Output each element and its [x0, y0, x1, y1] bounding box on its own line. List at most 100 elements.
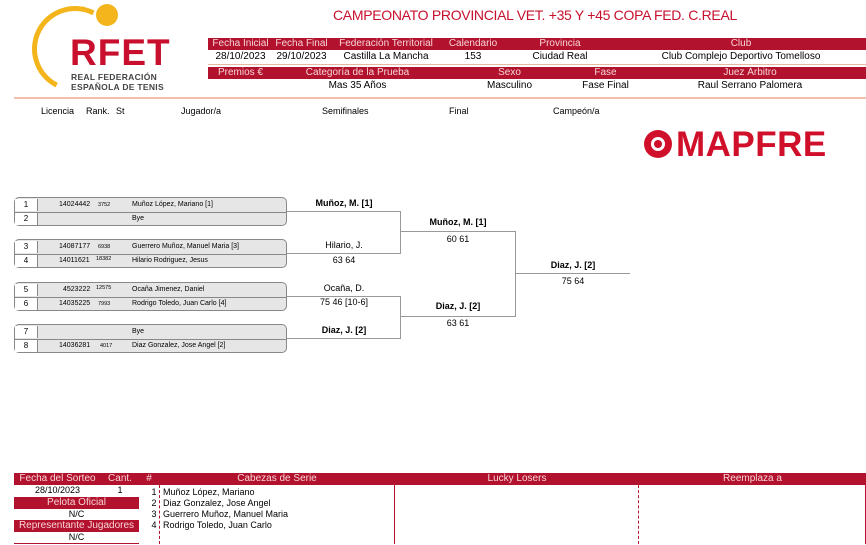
tennis-ball-icon — [96, 4, 118, 26]
match-box-2: 3 14087177 6938 Guerrero Muñoz, Manuel M… — [14, 239, 287, 268]
round1-score: 75 46 [10-6] — [319, 297, 369, 307]
label-fecha-sorteo: Fecha del Sorteo — [14, 473, 101, 485]
player-licencia: 4523222 — [63, 286, 91, 293]
draw-position: 5 — [15, 284, 38, 296]
champion: Diaz, J. [2] — [550, 260, 596, 270]
value-club: Club Complejo Deportivo Tomelloso — [661, 51, 821, 62]
round1-winner: Ocaña, D. — [323, 283, 365, 293]
draw-position: 6 — [15, 298, 38, 310]
value-representante: N/C — [68, 532, 85, 542]
draw-position: 8 — [15, 340, 38, 352]
seed-number: 4 — [151, 520, 157, 530]
label-fecha-final: Fecha Final — [273, 38, 330, 50]
logo-line2: ESPAÑOLA DE TENIS — [71, 82, 164, 92]
label-cabezas-serie: Cabezas de Serie — [159, 473, 395, 485]
player-name: Hilario Rodriguez, Jesus — [132, 257, 208, 264]
player-licencia: 14035225 — [59, 300, 91, 307]
bracket-line — [401, 316, 515, 317]
col-semifinales: Semifinales — [322, 106, 369, 116]
label-representante: Representante Jugadores — [14, 520, 139, 532]
logo-line1: REAL FEDERACIÓN — [71, 72, 158, 82]
bracket-line — [287, 211, 401, 212]
bracket-line — [515, 231, 516, 317]
draw-position: 7 — [15, 326, 38, 338]
match-box-4: 7 Bye 8 14036281 4017 Diaz Gonzalez, Jos… — [14, 324, 287, 353]
player-name: Muñoz López, Mariano [1] — [132, 201, 213, 208]
player-licencia: 14087177 — [59, 243, 91, 250]
column-divider — [638, 485, 639, 544]
label-categoria: Categoría de la Prueba — [273, 67, 442, 79]
match-box-3: 5 4523222 12575 Ocaña Jimenez, Daniel 6 … — [14, 282, 287, 311]
player-rank: 12575 — [96, 285, 112, 291]
col-final: Final — [449, 106, 469, 116]
col-campeon: Campeón/a — [553, 106, 600, 116]
value-calendario: 153 — [464, 51, 482, 62]
value-provincia: Ciudad Real — [532, 51, 588, 62]
column-divider — [159, 485, 160, 544]
value-cant: 1 — [117, 485, 123, 495]
value-sexo: Masculino — [486, 80, 533, 91]
player-licencia: 14024442 — [59, 201, 91, 208]
final-score: 75 64 — [561, 276, 585, 286]
col-jugador: Jugador/a — [181, 106, 222, 116]
player-name: Bye — [132, 215, 145, 222]
value-juez-arbitro: Raul Serrano Palomera — [697, 80, 803, 91]
value-federacion: Castilla La Mancha — [343, 51, 429, 62]
mapfre-emblem-icon — [644, 130, 672, 158]
player-name: Diaz Gonzalez, Jose Angel [2] — [132, 342, 226, 349]
seed-name: Guerrero Muñoz, Manuel Maria — [163, 509, 289, 519]
label-provincia: Provincia — [504, 38, 616, 50]
semifinal-score: 63 61 — [446, 318, 470, 328]
label-hash: # — [139, 473, 159, 485]
seed-name: Rodrigo Toledo, Juan Carlo — [163, 520, 272, 530]
label-juez-arbitro: Juez Árbitro — [634, 67, 866, 79]
label-lucky-losers: Lucky Losers — [395, 473, 639, 485]
round1-score: 63 64 — [332, 255, 356, 265]
player-name: Guerrero Muñoz, Manuel Maria [3] — [132, 243, 239, 250]
value-premios — [208, 80, 273, 92]
label-calendario: Calendario — [442, 38, 504, 50]
draw-position: 1 — [15, 199, 38, 211]
semifinal-score: 60 61 — [446, 234, 470, 244]
semifinal-winner: Muñoz, M. [1] — [429, 217, 487, 227]
seed-name: Muñoz López, Mariano — [163, 487, 255, 497]
seed-number: 2 — [151, 498, 157, 508]
bracket-line — [516, 273, 630, 274]
divider — [208, 64, 866, 65]
player-licencia: 14011621 — [59, 257, 90, 264]
seed-number: 3 — [151, 509, 157, 519]
bracket-line — [401, 231, 515, 232]
seed-number: 1 — [151, 487, 157, 497]
player-rank: 6938 — [98, 244, 111, 250]
player-name: Ocaña Jimenez, Daniel — [132, 286, 205, 293]
match-box-1: 1 14024442 3752 Muñoz López, Mariano [1]… — [14, 197, 287, 226]
label-pelota-oficial: Pelota Oficial — [14, 497, 139, 509]
column-divider — [394, 485, 395, 544]
player-rank: 18382 — [96, 256, 112, 262]
bracket-line — [287, 253, 401, 254]
value-pelota-oficial: N/C — [68, 509, 85, 519]
label-fecha-inicial: Fecha Inicial — [208, 38, 273, 50]
player-rank: 7993 — [98, 301, 111, 307]
value-categoria: Mas 35 Años — [328, 80, 387, 91]
label-premios: Premios € — [208, 67, 273, 79]
value-fase: Fase Final — [582, 80, 629, 91]
divider — [14, 97, 866, 99]
value-fecha-inicial: 28/10/2023 — [215, 51, 266, 62]
seed-name: Diaz Gonzalez, Jose Angel — [163, 498, 271, 508]
player-licencia: 14036281 — [59, 342, 91, 349]
semifinal-winner: Diaz, J. [2] — [435, 301, 481, 311]
tournament-title: CAMPEONATO PROVINCIAL VET. +35 Y +45 COP… — [333, 7, 737, 23]
player-rank: 4017 — [100, 343, 113, 349]
col-st: St — [116, 106, 125, 116]
logo-text: RFET — [70, 32, 171, 73]
draw-position: 2 — [15, 213, 38, 225]
draw-position: 3 — [15, 241, 38, 253]
label-reemplaza: Reemplaza a — [639, 473, 866, 485]
bracket-line — [400, 211, 401, 254]
player-rank: 3752 — [98, 202, 111, 208]
player-name: Rodrigo Toledo, Juan Carlo [4] — [132, 300, 227, 307]
col-licencia: Licencia — [41, 106, 75, 116]
label-federacion: Federación Territorial — [330, 38, 442, 50]
sponsor-logo: MAPFRE — [676, 125, 827, 164]
